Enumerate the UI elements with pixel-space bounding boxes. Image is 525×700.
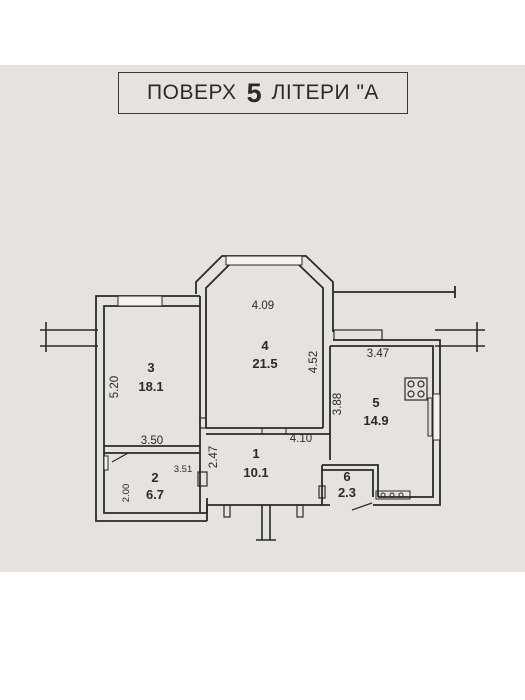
room-area: 18.1: [138, 379, 163, 394]
room-area: 6.7: [146, 487, 164, 502]
stove-icon: [404, 377, 428, 401]
floor-title-box: ПОВЕРХ 5 ЛІТЕРИ "А: [118, 72, 408, 114]
room-number: 5: [372, 395, 379, 410]
windows: [103, 255, 441, 471]
room-number: 1: [252, 446, 259, 461]
room-number: 4: [261, 338, 269, 353]
dimension-labels: 4.09 4.52 5.20 3.50 3.51 2.00 2.47 4.10 …: [109, 300, 389, 502]
balcony-frame: [333, 329, 383, 341]
room-number: 3: [147, 360, 154, 375]
radiator-icon: [427, 397, 433, 437]
dimension-label: 5.20: [109, 376, 121, 398]
dimension-lines: [261, 428, 287, 434]
interior-walls: [104, 296, 379, 513]
dimension-label: 4.09: [252, 300, 274, 312]
room-labels: 4 21.5 3 18.1 5 14.9 1 10.1 2 6.7 6 2.3: [138, 338, 388, 502]
room-area: 2.3: [338, 485, 356, 500]
dimension-label: 2.47: [208, 446, 220, 468]
floor-number: 5: [246, 77, 262, 108]
floor-suffix: ЛІТЕРИ "А: [271, 81, 379, 104]
entrance: [256, 505, 276, 541]
right-wall-stub: [435, 322, 485, 352]
dimension-label: 2.00: [121, 484, 132, 503]
dimension-label: 3.50: [141, 435, 163, 447]
bathroom-fixtures: [375, 490, 411, 500]
room-number: 2: [151, 470, 158, 485]
paper-background: [0, 65, 525, 572]
dimension-label: 3.47: [367, 348, 389, 360]
left-wall-stub: [40, 322, 98, 352]
doors: [111, 417, 373, 518]
dimension-label: 3.51: [174, 464, 193, 475]
room-area: 14.9: [363, 413, 388, 428]
room-area: 10.1: [243, 465, 268, 480]
room-area: 21.5: [252, 356, 277, 371]
room-number: 6: [343, 469, 350, 484]
dimension-label: 4.52: [308, 351, 320, 373]
dimension-label: 4.10: [290, 433, 312, 445]
floor-prefix: ПОВЕРХ: [147, 81, 237, 104]
dimension-label: 3.88: [332, 393, 344, 415]
